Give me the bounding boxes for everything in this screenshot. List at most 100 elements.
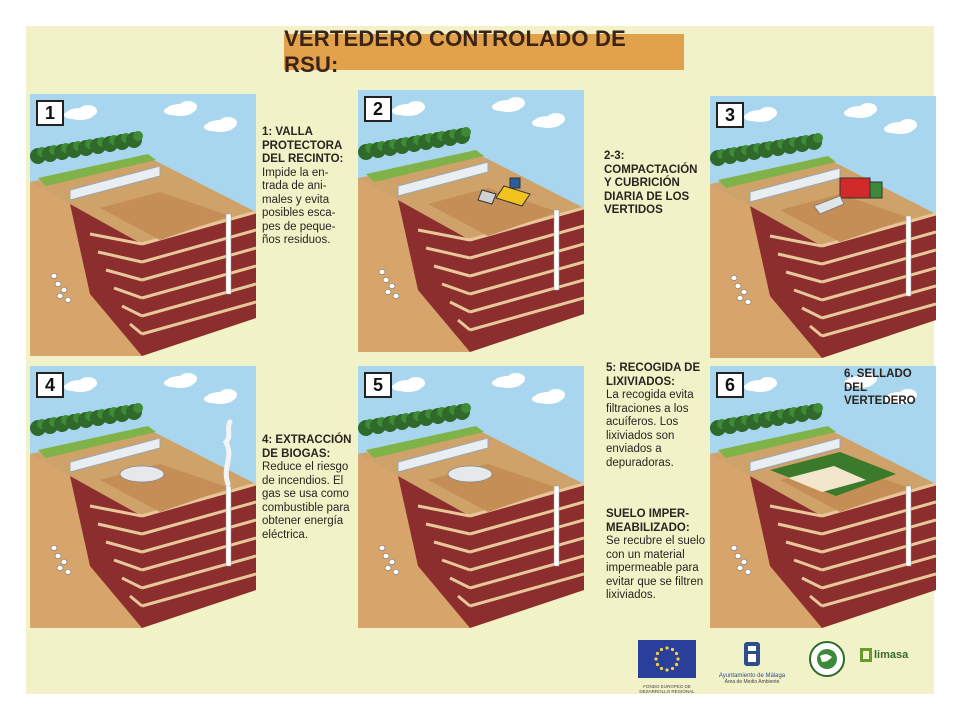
panel-4: 4 bbox=[30, 366, 256, 628]
cover-layer bbox=[433, 540, 471, 554]
biogas-plume bbox=[222, 419, 233, 487]
landfill-diagram-1 bbox=[30, 94, 256, 356]
panel-1: 1 bbox=[30, 94, 256, 356]
globe-seal-icon bbox=[809, 641, 845, 677]
cloud-icon bbox=[744, 377, 777, 392]
cloud-icon bbox=[884, 389, 917, 404]
cover-layer bbox=[113, 558, 143, 572]
rock bbox=[388, 283, 396, 289]
eu-star bbox=[655, 651, 660, 656]
grass-strip bbox=[366, 426, 484, 458]
rocks bbox=[378, 269, 400, 299]
cover-layer bbox=[121, 304, 143, 318]
cloud-icon bbox=[64, 377, 97, 392]
step-number-badge-3: 3 bbox=[716, 102, 744, 128]
cover-layer bbox=[105, 540, 143, 554]
rocks bbox=[378, 545, 400, 575]
cover-layer bbox=[469, 572, 584, 608]
eu-star bbox=[670, 666, 675, 671]
logo-eu: FONDO EUROPEO DE DESARROLLO REGIONAL bbox=[638, 640, 696, 694]
waste-cell bbox=[398, 476, 584, 628]
eu-star bbox=[670, 647, 675, 652]
rock bbox=[382, 553, 390, 559]
step-6-heading: 6. SELLADO DEL VERTEDERO bbox=[844, 368, 916, 407]
landfill-diagram-3 bbox=[710, 96, 936, 358]
eu-star bbox=[665, 668, 669, 672]
cover-layer bbox=[457, 594, 471, 608]
cloud-icon bbox=[844, 103, 877, 118]
cover-layer bbox=[89, 232, 143, 246]
rock bbox=[56, 293, 64, 299]
rock bbox=[392, 293, 400, 299]
cover-layer bbox=[141, 572, 256, 608]
liner-membrane bbox=[119, 465, 165, 483]
cover-layer bbox=[417, 228, 471, 242]
waste-cell bbox=[750, 206, 936, 358]
waste-cell bbox=[398, 200, 584, 352]
description-suelo: SUELO IMPER- MEABILIZADO: Se recubre el … bbox=[606, 508, 710, 603]
cover-layer bbox=[821, 248, 936, 284]
cover-layer bbox=[469, 554, 584, 590]
landfill-diagram-2 bbox=[358, 90, 584, 352]
cover-layer bbox=[129, 322, 143, 336]
step-1-heading: 1: VALLA PROTECTORA DEL RECINTO: bbox=[262, 126, 344, 165]
logo-limasa: limasa bbox=[860, 648, 922, 662]
cover-layer bbox=[793, 288, 823, 302]
tree-highlight bbox=[133, 403, 143, 413]
cover-layer bbox=[793, 558, 823, 572]
rock bbox=[382, 277, 390, 283]
tree-highlight bbox=[461, 127, 471, 137]
cloud-icon bbox=[164, 373, 197, 388]
waste-cell bbox=[750, 476, 936, 628]
panel-6: 6 bbox=[710, 366, 936, 628]
cloud-icon bbox=[64, 105, 97, 120]
cover-layer bbox=[141, 246, 256, 282]
rock bbox=[730, 545, 738, 551]
panel-5: 5 bbox=[358, 366, 584, 628]
cloud-icon bbox=[532, 113, 565, 128]
malaga-department: Área de Medio Ambiente bbox=[724, 679, 780, 685]
cloud-icon bbox=[392, 377, 425, 392]
liner-membrane bbox=[447, 465, 493, 483]
trees bbox=[30, 131, 143, 164]
cover-layer bbox=[821, 536, 936, 572]
cover-layer bbox=[141, 264, 256, 300]
cell-top bbox=[428, 188, 558, 236]
page-title: VERTEDERO CONTROLADO DE RSU: bbox=[284, 26, 626, 77]
fence bbox=[69, 165, 161, 201]
cover-layer bbox=[469, 260, 584, 296]
rock bbox=[64, 569, 72, 575]
cloud-icon bbox=[532, 389, 565, 404]
cover-layer bbox=[469, 500, 584, 536]
rock bbox=[56, 565, 64, 571]
trees bbox=[358, 403, 471, 436]
tree-highlight bbox=[461, 403, 471, 413]
fence bbox=[749, 437, 841, 473]
eu-star bbox=[654, 657, 658, 661]
cover-layer bbox=[469, 518, 584, 554]
trees bbox=[710, 403, 823, 436]
tree-highlight bbox=[133, 131, 143, 141]
cover-layer bbox=[801, 306, 823, 320]
landfill-diagram-5 bbox=[358, 366, 584, 628]
eu-star bbox=[659, 666, 664, 671]
cover-layer bbox=[449, 300, 471, 314]
logo-malaga: Ayuntamiento de Málaga Área de Medio Amb… bbox=[704, 640, 800, 685]
cover-layer bbox=[821, 572, 936, 608]
cloud-icon bbox=[492, 373, 525, 388]
malaga-name: Ayuntamiento de Málaga bbox=[718, 673, 786, 679]
eu-star bbox=[674, 651, 679, 656]
cover-layer bbox=[449, 576, 471, 590]
step-number-badge-5: 5 bbox=[364, 372, 392, 398]
trees bbox=[710, 133, 823, 166]
cover-layer bbox=[469, 224, 584, 260]
cover-layer bbox=[105, 268, 143, 282]
rock bbox=[734, 283, 742, 289]
eu-star bbox=[655, 662, 660, 667]
cloud-icon bbox=[392, 101, 425, 116]
cover-layer bbox=[821, 266, 936, 302]
waste-cell bbox=[70, 204, 256, 356]
rock bbox=[54, 553, 62, 559]
cover-layer bbox=[777, 252, 823, 266]
vent-pipe bbox=[553, 209, 560, 291]
